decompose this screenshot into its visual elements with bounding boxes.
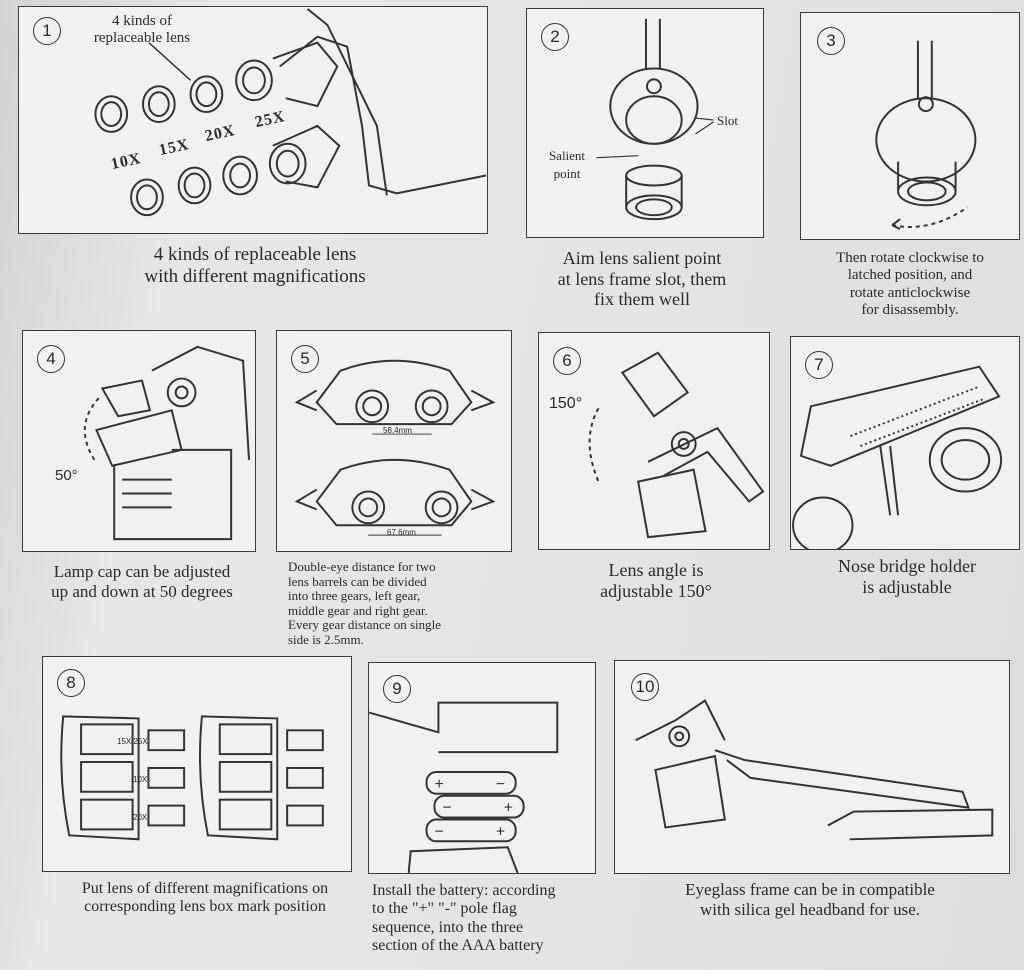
panel-1: 1 4 kinds of replaceable lens 10X 15X 20…	[18, 6, 488, 234]
panel-10: 10	[614, 660, 1010, 874]
lens-angle-illustration	[588, 351, 765, 539]
svg-text:−: −	[442, 800, 451, 817]
step-number: 1	[33, 17, 61, 45]
battery-illustration: + − − + − +	[369, 701, 559, 873]
angle-label: 50°	[55, 467, 78, 484]
svg-text:−: −	[496, 776, 505, 793]
nose-bridge-illustration	[792, 365, 1003, 549]
panel-8: 8 15X/25X 10X 20X	[42, 656, 352, 872]
step-number: 8	[57, 669, 85, 697]
headband-illustration	[635, 699, 994, 841]
step-number: 2	[541, 23, 569, 51]
angle-label: 150°	[549, 395, 583, 412]
eye-distance-illustration	[294, 359, 496, 536]
lens-note: 4 kinds of replaceable lens	[93, 13, 191, 46]
caption-1: 4 kinds of replaceable lens with differe…	[144, 244, 366, 287]
svg-text:+: +	[504, 800, 513, 817]
caption-9: Install the battery: according to the "+…	[372, 882, 556, 955]
mark-20x: 20X	[133, 813, 148, 822]
step-number: 4	[37, 345, 65, 373]
step-number: 10	[631, 673, 659, 701]
caption-10: Eyeglass frame can be in compatible with…	[685, 880, 935, 919]
mark-10x: 10X	[133, 775, 148, 784]
panel-5: 5 58.4mm 67.6mm	[276, 330, 512, 552]
lens-box-illustration	[60, 715, 324, 841]
step-number: 5	[291, 345, 319, 373]
step-number: 6	[553, 347, 581, 375]
svg-text:−: −	[434, 823, 443, 840]
panel-6: 6 150°	[538, 332, 770, 550]
svg-text:+: +	[496, 823, 505, 840]
caption-3: Then rotate clockwise to latched positio…	[836, 250, 984, 318]
mark-15x-25x: 15X/25X	[117, 737, 148, 746]
slot-label: Slot	[717, 113, 738, 128]
lens-slot-illustration	[596, 18, 714, 221]
step-number: 9	[383, 675, 411, 703]
panel-9: + − − + − + 9	[368, 662, 596, 874]
panel-2: 2 Slot Salient point	[526, 8, 764, 238]
lamp-cap-illustration	[83, 345, 250, 541]
panel-7: 7	[790, 336, 1020, 550]
panel-4: 4 50°	[22, 330, 256, 552]
caption-4: Lamp cap can be adjusted up and down at …	[51, 562, 233, 601]
step-number: 3	[817, 27, 845, 55]
svg-text:+: +	[434, 776, 443, 793]
panel-3: 3	[800, 12, 1020, 240]
lens-set-illustration	[94, 8, 487, 217]
distance-label-2: 67.6mm	[387, 528, 416, 537]
caption-6: Lens angle is adjustable 150°	[600, 560, 712, 601]
distance-label-1: 58.4mm	[383, 426, 412, 435]
caption-2: Aim lens salient point at lens frame slo…	[557, 248, 727, 310]
rotate-lens-illustration	[875, 40, 977, 230]
caption-5: Double-eye distance for two lens barrels…	[288, 559, 442, 647]
caption-8: Put lens of different magnifications on …	[81, 880, 329, 916]
caption-7: Nose bridge holder is adjustable	[838, 556, 976, 597]
salient-point-label: Salient point	[548, 148, 586, 182]
step-number: 7	[805, 351, 833, 379]
